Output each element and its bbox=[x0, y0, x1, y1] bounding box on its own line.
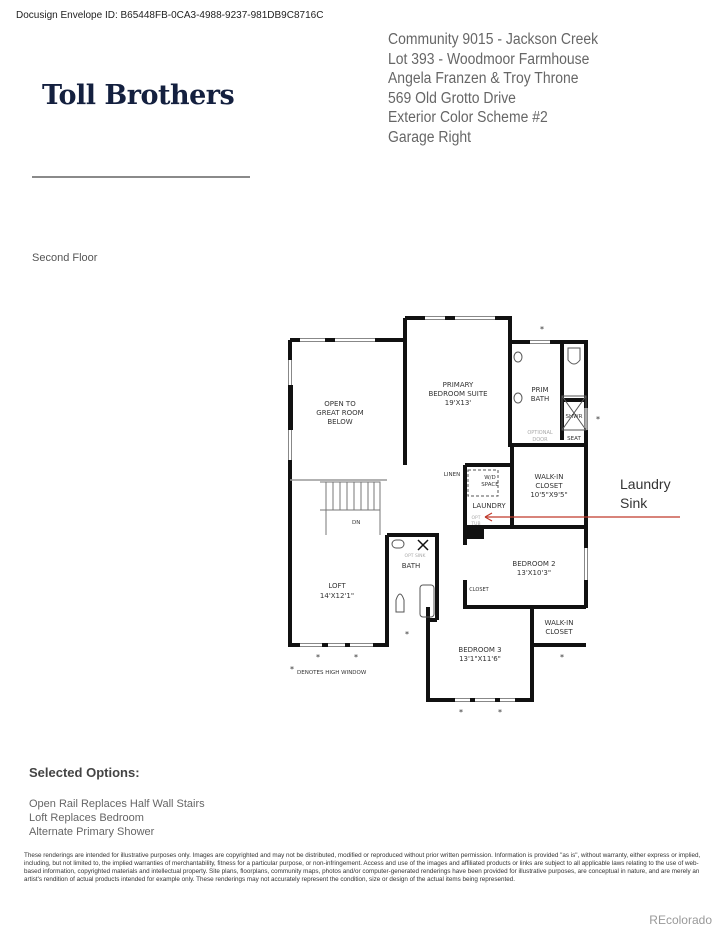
label-shwr: SHWR bbox=[566, 414, 583, 420]
info-address: 569 Old Grotto Drive bbox=[388, 89, 516, 107]
svg-text:*: * bbox=[405, 630, 409, 639]
svg-text:*: * bbox=[498, 708, 502, 717]
svg-text:*: * bbox=[354, 653, 358, 662]
svg-text:*: * bbox=[290, 665, 294, 674]
selected-options-list: Open Rail Replaces Half Wall Stairs Loft… bbox=[29, 797, 205, 839]
toll-brothers-logo: Toll Brothers bbox=[42, 80, 235, 111]
recolorado-watermark: REcolorado bbox=[649, 913, 712, 927]
laundry-sink bbox=[466, 527, 484, 539]
label-bath: BATH bbox=[402, 562, 421, 570]
info-color-scheme: Exterior Color Scheme #2 bbox=[388, 109, 548, 126]
fixtures bbox=[391, 347, 587, 618]
label-seat: SEAT bbox=[567, 436, 581, 442]
svg-text:*: * bbox=[560, 653, 564, 662]
divider bbox=[32, 176, 250, 178]
label-dn: DN bbox=[352, 520, 360, 526]
fireplace-wall bbox=[289, 385, 293, 430]
disclaimer: These renderings are intended for illust… bbox=[24, 852, 701, 884]
walls bbox=[288, 316, 588, 702]
option-item: Loft Replaces Bedroom bbox=[29, 812, 144, 824]
legend-high-window: DENOTES HIGH WINDOW bbox=[297, 670, 367, 676]
option-item: Alternate Primary Shower bbox=[29, 826, 155, 838]
info-buyers: Angela Franzen & Troy Throne bbox=[388, 70, 579, 87]
label-closet: CLOSET bbox=[469, 587, 489, 593]
svg-text:*: * bbox=[459, 708, 463, 717]
label-opt-sink: OPT SINK bbox=[405, 553, 427, 559]
svg-text:*: * bbox=[316, 653, 320, 662]
option-item: Open Rail Replaces Half Wall Stairs bbox=[29, 798, 205, 810]
stairs bbox=[320, 481, 381, 535]
svg-text:*: * bbox=[540, 325, 544, 334]
label-linen: LINEN bbox=[444, 472, 460, 478]
selected-options-title: Selected Options: bbox=[29, 765, 140, 780]
info-lot: Lot 393 - Woodmoor Farmhouse bbox=[388, 50, 590, 68]
windows bbox=[288, 316, 588, 702]
info-community: Community 9015 - Jackson Creek bbox=[388, 31, 599, 48]
docusign-envelope-id: Docusign Envelope ID: B65448FB-0CA3-4988… bbox=[16, 10, 324, 21]
svg-text:*: * bbox=[596, 415, 600, 424]
lot-info: Community 9015 - Jackson Creek Lot 393 -… bbox=[388, 30, 621, 147]
floor-title: Second Floor bbox=[32, 252, 98, 264]
label-laundry: LAUNDRY bbox=[472, 502, 506, 510]
high-window-markers: * * * * * * * * * bbox=[290, 325, 600, 717]
info-garage: Garage Right bbox=[388, 128, 471, 146]
